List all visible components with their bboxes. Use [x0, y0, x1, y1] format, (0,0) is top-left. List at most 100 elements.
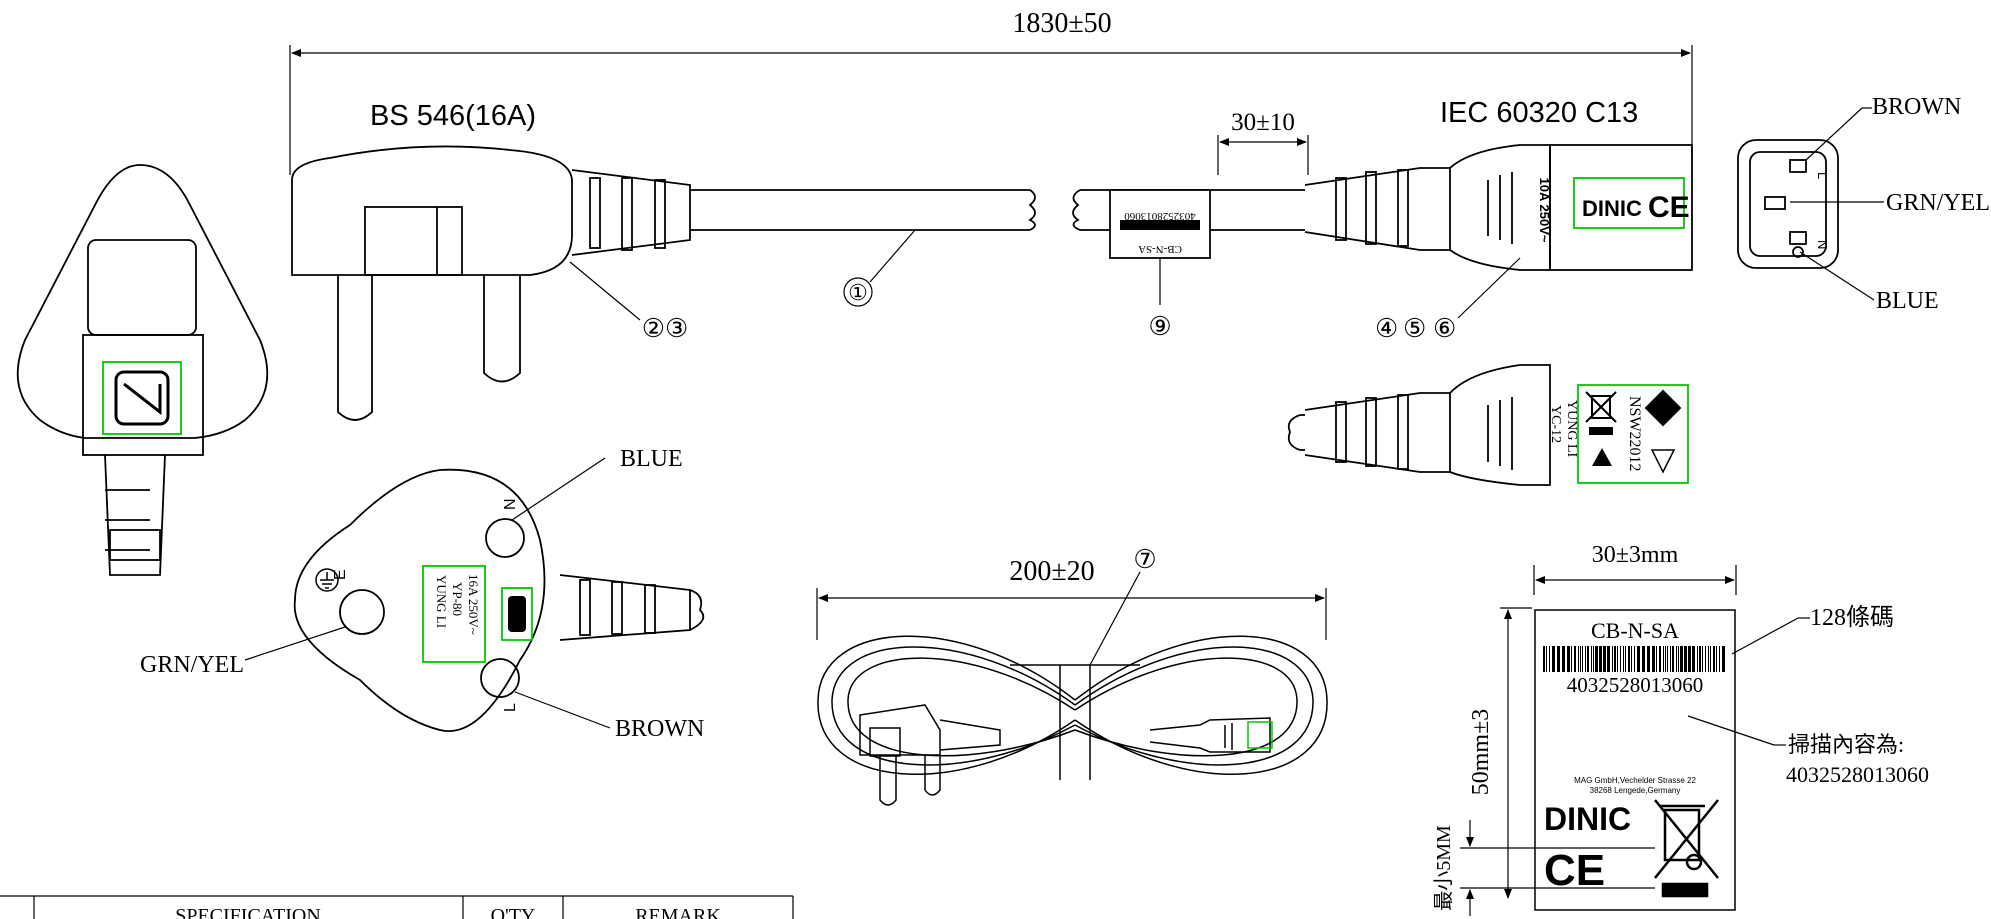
- callout-9: ⑨: [1148, 312, 1171, 341]
- barcode-bar: [1680, 646, 1683, 672]
- barcode-bar: [1585, 646, 1586, 672]
- barcode-bar: [1628, 646, 1630, 672]
- plug-face-view: [293, 468, 705, 732]
- label-scan-value: 4032528013060: [1786, 762, 1929, 787]
- table-header-remark: REMARK: [635, 905, 721, 919]
- connector-brown-label: BROWN: [1872, 94, 1961, 120]
- barcode-bar: [1716, 646, 1717, 672]
- barcode-bar: [1697, 646, 1698, 672]
- callout-5: ⑤: [1403, 314, 1426, 343]
- connector-front-face: [1737, 139, 1839, 269]
- callout-2-3: ②③: [642, 314, 689, 343]
- label-width-label: 30±3mm: [1592, 542, 1679, 568]
- plug-marking-line3: 16A 250V~: [466, 574, 481, 635]
- plug-callout: ②③: [569, 261, 689, 343]
- cert-regulatory-icon: [1650, 449, 1676, 474]
- barcode-bar: [1578, 646, 1579, 672]
- barcode-bar: [1582, 646, 1583, 672]
- barcode-bar: [1614, 646, 1616, 672]
- plug-bsi-label-highlight: [501, 587, 533, 641]
- barcode-bar: [1678, 646, 1679, 672]
- sleeve-dimension: 30±10: [1217, 109, 1309, 175]
- barcode-bar: [1620, 646, 1621, 672]
- callout-6: ⑥: [1433, 314, 1456, 343]
- barcode-bar: [1665, 646, 1666, 672]
- connector-marking-highlight: [1573, 177, 1685, 229]
- spec-table: SPECIFICATION Q'TY REMARK: [0, 895, 794, 919]
- plug-side-view: [291, 145, 1036, 421]
- coiled-cord-drawing: [817, 635, 1328, 806]
- barcode-bar: [1652, 646, 1655, 672]
- plug-wire-leaders: [244, 457, 611, 729]
- bundle-callout: ⑦: [1089, 545, 1157, 666]
- plug-blue-label: BLUE: [620, 446, 683, 472]
- barcode-bar: [1595, 646, 1598, 672]
- barcode-bar: [1647, 646, 1650, 672]
- connector-cert-view: [1287, 364, 1551, 486]
- barcode-bar: [1625, 646, 1626, 672]
- bundle-connector-highlight: [1247, 721, 1273, 749]
- overall-length-label: 1830±50: [1012, 8, 1111, 39]
- connector-side-marking-line2: YC-12: [1548, 405, 1563, 443]
- barcode-bar: [1676, 646, 1677, 672]
- connector-wire-leaders: [1790, 107, 1884, 301]
- barcode-bar: [1710, 646, 1711, 672]
- barcode-bar: [1722, 646, 1725, 672]
- barcode-bar: [1562, 646, 1565, 672]
- barcode-bar: [1663, 646, 1664, 672]
- barcode-bar: [1642, 646, 1645, 672]
- connector-pin-neutral-letter: N: [1815, 240, 1830, 249]
- barcode-bar: [1719, 646, 1720, 672]
- plug-pin-neutral-letter: N: [502, 498, 519, 510]
- weee-bin-icon: [1654, 799, 1719, 898]
- plug-bsi-highlight: [102, 361, 182, 435]
- plug-marking-line1: YUNG LI: [434, 575, 449, 628]
- cert-marking-highlight: [1577, 384, 1689, 484]
- label-title: CB-N-SA: [1591, 618, 1679, 643]
- plug-marking-line2: YP-80: [450, 582, 465, 616]
- label-height-label: 50mm±3: [1468, 709, 1494, 796]
- barcode-bar: [1692, 646, 1695, 672]
- connector-side-view: [1304, 144, 1693, 271]
- barcode-bar: [1667, 646, 1668, 672]
- barcode-bar: [1684, 646, 1687, 672]
- barcode-bar: [1623, 646, 1624, 672]
- table-header-qty: Q'TY: [491, 905, 536, 919]
- connector-cert-code: NSW22012: [1626, 396, 1643, 472]
- cert-triangle-icon: [1592, 448, 1612, 466]
- sleeve-length-label: 30±10: [1231, 109, 1295, 136]
- label-barcode: [1543, 646, 1725, 672]
- barcode-bar: [1607, 646, 1610, 672]
- bundle-width-label: 200±20: [1009, 556, 1094, 587]
- barcode-bar: [1617, 646, 1618, 672]
- plug-face-marking-highlight: [422, 565, 486, 663]
- barcode-bar: [1580, 646, 1581, 672]
- barcode-bar: [1552, 646, 1555, 672]
- label-brand: DINIC: [1544, 801, 1631, 837]
- earth-symbol-icon: [315, 568, 339, 592]
- label-box: [1534, 609, 1736, 911]
- plug-bsi-badge-icon: [508, 596, 526, 632]
- connector-callout: ④ ⑤ ⑥: [1375, 257, 1521, 343]
- weee-bin-small-icon: [1585, 391, 1617, 435]
- label-min-height-note: 最小5MM: [1432, 825, 1455, 911]
- barcode-bar: [1702, 646, 1703, 672]
- barcode-bar: [1574, 646, 1576, 672]
- barcode-bar: [1612, 646, 1613, 672]
- overall-length-dimension: 1830±50: [289, 8, 1693, 175]
- barcode-bar: [1699, 646, 1701, 672]
- label-dimensions: 30±3mm 50mm±3 最小5MM: [1432, 542, 1737, 916]
- callout-1: ①: [848, 280, 868, 305]
- label-address-line2: 38268 Lengede,Germany: [1590, 786, 1681, 795]
- plug-front-view: [16, 164, 269, 576]
- barcode-bar: [1543, 646, 1545, 672]
- sleeve-code: CB-N-SA: [1138, 243, 1182, 255]
- sleeve-callout: ⑨: [1148, 258, 1172, 341]
- label-scan-note: 掃描內容為:: [1788, 732, 1904, 757]
- connector-grn-yel-label: GRN/YEL: [1886, 190, 1990, 216]
- barcode-bar: [1670, 646, 1671, 672]
- barcode-bar: [1637, 646, 1640, 672]
- barcode-bar: [1591, 646, 1592, 672]
- table-header-specification: SPECIFICATION: [175, 905, 321, 919]
